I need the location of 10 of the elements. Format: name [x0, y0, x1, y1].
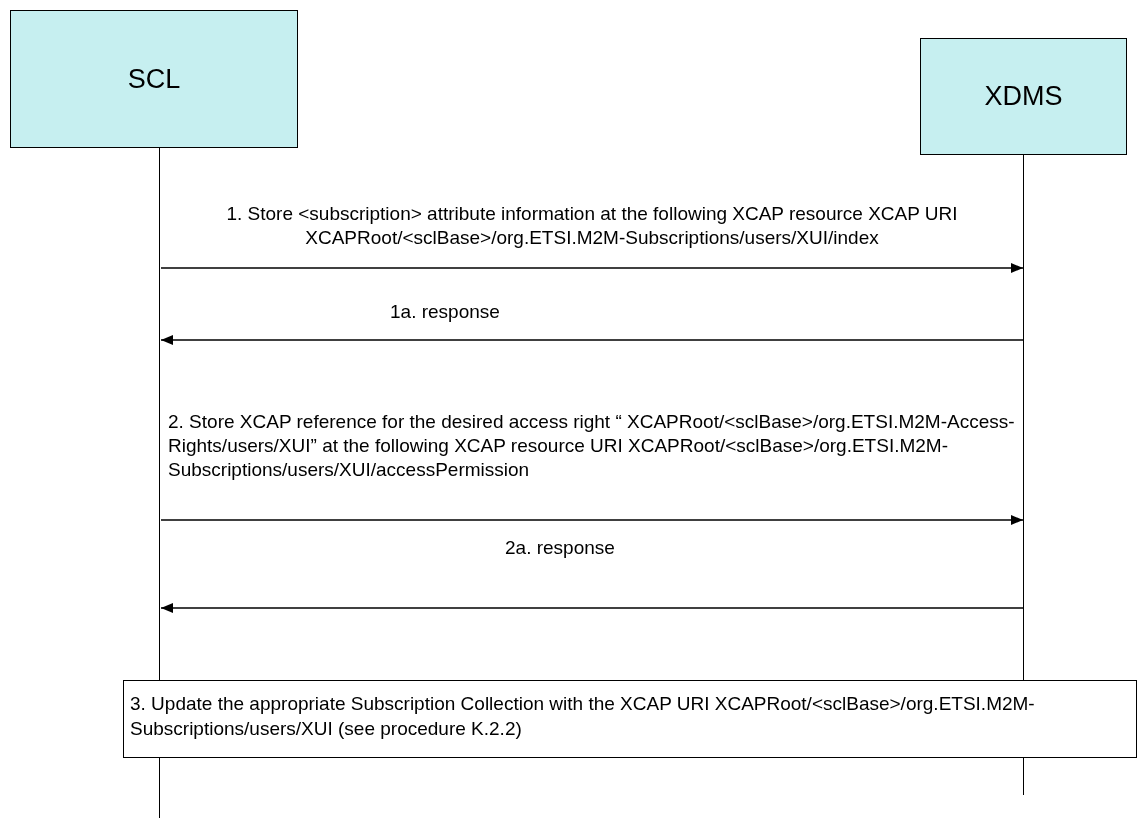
participant-name: SCL [127, 63, 181, 95]
message-arrow [160, 335, 1024, 345]
message-arrow [160, 603, 1024, 613]
note-text: 3. Update the appropriate Subscription Collection with the XCAP URI XCAPRoot/<sclBase>/org.ETSI.M2M-Subscriptions/users/XUI (see procedure K.2.2) [130, 693, 1035, 739]
message-arrow [160, 263, 1024, 273]
participant-name: XDMS [984, 81, 1063, 112]
message-arrow [160, 515, 1024, 525]
note-box [123, 680, 1137, 758]
participant-box [10, 10, 298, 148]
participant-box [920, 38, 1127, 155]
